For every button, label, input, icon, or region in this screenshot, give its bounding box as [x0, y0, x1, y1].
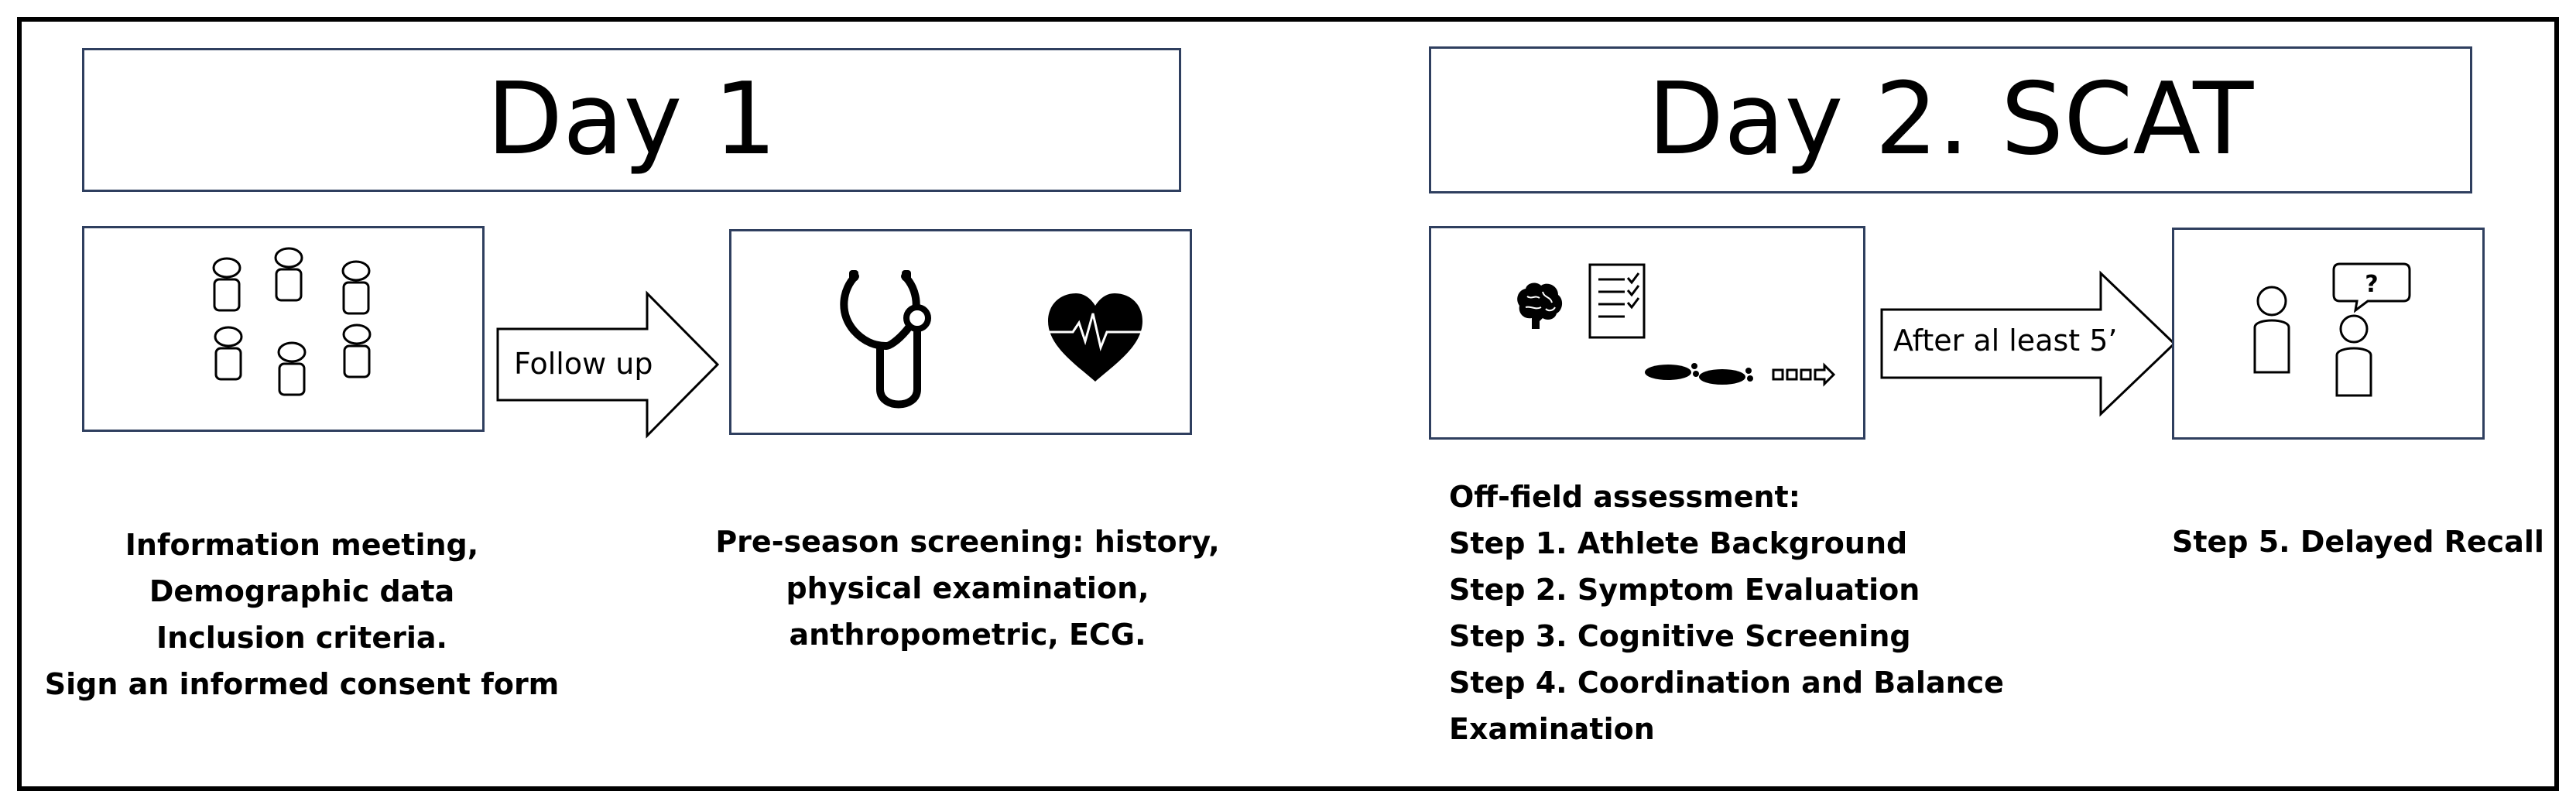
follow-up-arrow	[496, 290, 720, 439]
day2-caption-right: Step 5. Delayed Recall	[2172, 519, 2544, 565]
day1-title-box: Day 1	[82, 48, 1181, 192]
checklist-icon	[1588, 263, 1646, 339]
screening-box	[729, 229, 1192, 435]
delay-label: After al least 5’	[1893, 324, 2118, 358]
day1-caption-right: Pre-season screening: history, physical …	[697, 519, 1238, 658]
caption-line: Step 5. Delayed Recall	[2172, 525, 2544, 559]
caption-line: anthropometric, ECG.	[789, 618, 1146, 652]
participants-box	[82, 226, 485, 432]
heart-ecg-icon	[1048, 293, 1142, 382]
day2-title: Day 2. SCAT	[1647, 62, 2254, 177]
caption-line: Pre-season screening: history,	[715, 525, 1220, 559]
caption-line: Off-field assessment:	[1449, 480, 1800, 514]
day2-title-box: Day 2. SCAT	[1429, 46, 2472, 193]
caption-line: Information meeting,	[125, 528, 479, 562]
figure-frame	[17, 17, 2559, 791]
person-questioning-icon: ?	[2332, 262, 2411, 397]
day1-caption-left: Information meeting, Demographic data In…	[31, 522, 573, 707]
footprints-icon	[1645, 363, 1753, 385]
question-mark: ?	[2365, 271, 2378, 298]
day1-title: Day 1	[486, 62, 777, 177]
caption-line: Inclusion criteria.	[156, 621, 447, 655]
caption-line: Examination	[1449, 712, 1655, 746]
delay-arrow	[1880, 270, 2177, 417]
caption-line: physical examination,	[786, 571, 1149, 605]
assessment-box	[1429, 226, 1865, 440]
recall-box: ?	[2172, 228, 2485, 440]
day2-caption-left: Off-field assessment: Step 1. Athlete Ba…	[1449, 474, 2084, 752]
caption-line: Step 2. Symptom Evaluation	[1449, 573, 1920, 607]
caption-line: Sign an informed consent form	[44, 667, 560, 701]
caption-line: Step 1. Athlete Background	[1449, 526, 1908, 560]
arrow-right-icon	[1772, 362, 1836, 387]
person-group-icon	[212, 247, 372, 396]
stethoscope-icon	[840, 270, 931, 409]
brain-icon	[1517, 282, 1563, 329]
follow-up-label: Follow up	[514, 347, 653, 381]
caption-line: Step 3. Cognitive Screening	[1449, 619, 1911, 653]
person-icon	[2253, 286, 2290, 374]
caption-line: Step 4. Coordination and Balance	[1449, 666, 2004, 700]
caption-line: Demographic data	[149, 574, 455, 608]
